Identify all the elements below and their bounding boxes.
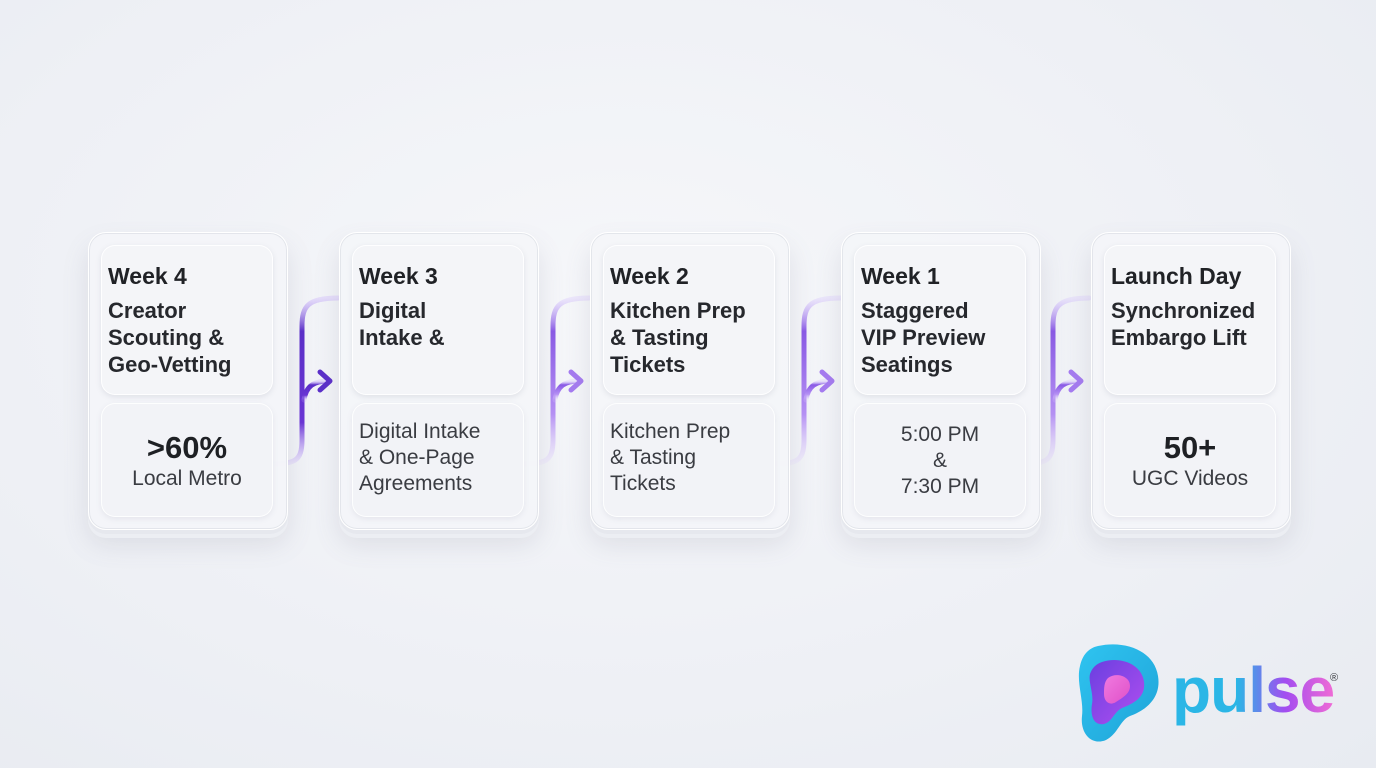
- stage-week-label: Launch Day: [1111, 263, 1242, 289]
- pulse-wordmark: pulse: [1172, 650, 1335, 730]
- card-header-panel: [101, 245, 273, 395]
- card-detail-panel: [352, 403, 524, 517]
- stage-week-label: Week 2: [610, 263, 689, 289]
- stage-detail: >60%Local Metro: [101, 405, 273, 517]
- stage-stat-value: 50+: [1163, 430, 1217, 465]
- arrow-head-icon: [317, 369, 333, 393]
- card-header-panel: [854, 245, 1026, 395]
- pulse-logo-icon: [1078, 644, 1159, 742]
- card-header-panel: [1104, 245, 1276, 395]
- stage-title: Staggered VIP Preview Seatings: [861, 298, 986, 377]
- connector-hook: [803, 378, 833, 403]
- stage-card: Week 4 Creator Scouting & Geo-Vetting >60%…: [88, 232, 288, 530]
- stage-stat-label: UGC Videos: [1131, 467, 1249, 490]
- stage-title: Creator Scouting & Geo-Vetting: [108, 298, 232, 377]
- stage-card: Week 1 Staggered VIP Preview Seatings 5:00…: [841, 232, 1041, 530]
- stage-week-label: Week 4: [108, 263, 187, 289]
- stage-stat-label: Local Metro: [132, 467, 242, 490]
- card-detail-panel: [854, 403, 1026, 517]
- stage-title: Kitchen Prep & Tasting Tickets: [610, 298, 746, 377]
- arrow-head-icon: [819, 369, 835, 393]
- stage-week-label: Week 1: [861, 263, 940, 289]
- card-header-panel: [352, 245, 524, 395]
- stage-detail-text: Kitchen Prep & Tasting Tickets: [610, 420, 731, 495]
- stage-title: Digital Intake &: [359, 298, 445, 350]
- card-detail-panel: [603, 403, 775, 517]
- stage-detail-text: Digital Intake & One-Page Agreements: [359, 420, 481, 495]
- stage-week-label: Week 3: [359, 263, 438, 289]
- preview-time: 5:00 PM: [900, 423, 980, 446]
- registered-mark: ®: [1330, 672, 1339, 684]
- connector-hook: [552, 378, 582, 403]
- stage-card: Week 3 Digital Intake & Digital Intake & O…: [339, 232, 539, 530]
- card-header-panel: [603, 245, 775, 395]
- card-detail-panel: [101, 403, 273, 517]
- stage-stat-value: >60%: [146, 430, 228, 465]
- connector-hook: [1052, 378, 1082, 403]
- card-detail-panel: [1104, 403, 1276, 517]
- connector-hook: [301, 378, 331, 403]
- arrow-head-icon: [1068, 369, 1084, 393]
- preview-time: 7:30 PM: [900, 475, 980, 498]
- stage-detail: 5:00 PM & 7:30 PM: [854, 405, 1026, 517]
- arrow-head-icon: [568, 369, 584, 393]
- time-separator: &: [932, 449, 947, 472]
- pulse-logo: pulse ®: [1076, 642, 1346, 746]
- stage-title: Synchronized Embargo Lift: [1111, 298, 1256, 350]
- stage-detail: 50+UGC Videos: [1104, 405, 1276, 517]
